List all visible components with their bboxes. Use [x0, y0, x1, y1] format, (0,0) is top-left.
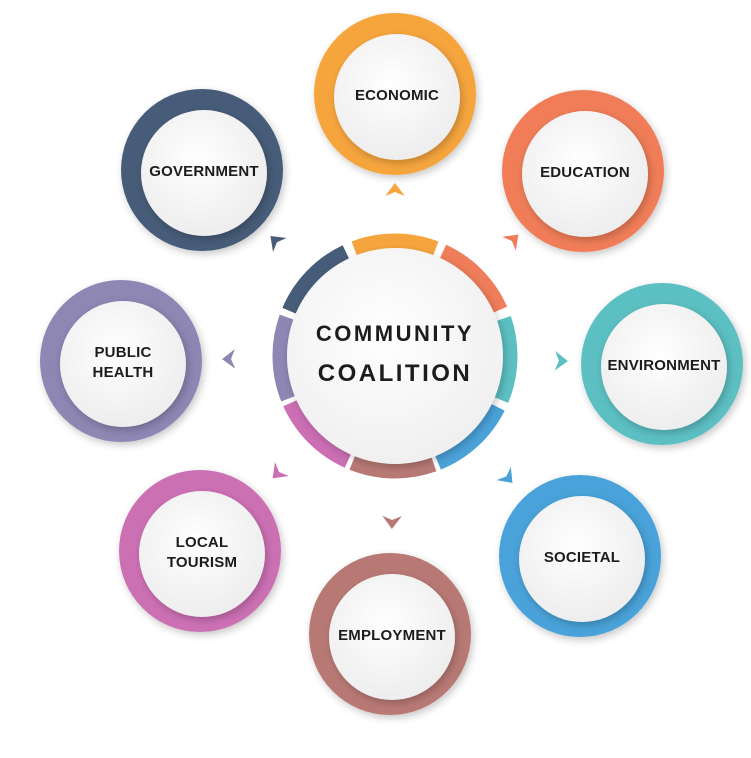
node-disc-environment — [601, 304, 727, 430]
ring-segment-societal — [433, 401, 505, 470]
node-disc-local-tourism — [139, 491, 265, 617]
direction-arrows — [222, 183, 568, 529]
ring-segment-government — [282, 245, 352, 316]
arrow-employment — [382, 515, 402, 529]
arrow-economic — [385, 183, 405, 196]
node-disc-education — [522, 111, 648, 237]
node-disc-societal — [519, 496, 645, 622]
center-disc — [287, 248, 503, 464]
center-ring — [272, 233, 518, 479]
ring-segment-environment — [490, 315, 518, 403]
node-societal — [499, 475, 661, 637]
node-economic — [314, 13, 476, 175]
arrow-education — [502, 234, 519, 251]
arrow-local-tourism — [272, 462, 289, 479]
node-disc-government — [141, 110, 267, 236]
node-public-health — [40, 280, 202, 442]
arrow-environment — [554, 351, 568, 371]
arrow-government — [270, 235, 287, 252]
ring-segment-economic — [351, 233, 439, 260]
node-employment — [309, 553, 471, 715]
node-disc-employment — [329, 574, 455, 700]
arrow-societal — [496, 466, 513, 483]
node-government — [121, 89, 283, 251]
node-education — [502, 90, 664, 252]
node-disc-economic — [334, 34, 460, 160]
category-nodes — [40, 13, 743, 715]
node-disc-public-health — [60, 301, 186, 427]
ring-segment-public-health — [272, 314, 300, 402]
node-environment — [581, 283, 743, 445]
ring-segment-local-tourism — [283, 398, 353, 468]
ring-segment-employment — [349, 451, 437, 479]
ring-segment-education — [437, 244, 508, 315]
arrow-public-health — [222, 349, 236, 369]
node-local-tourism — [119, 470, 281, 632]
